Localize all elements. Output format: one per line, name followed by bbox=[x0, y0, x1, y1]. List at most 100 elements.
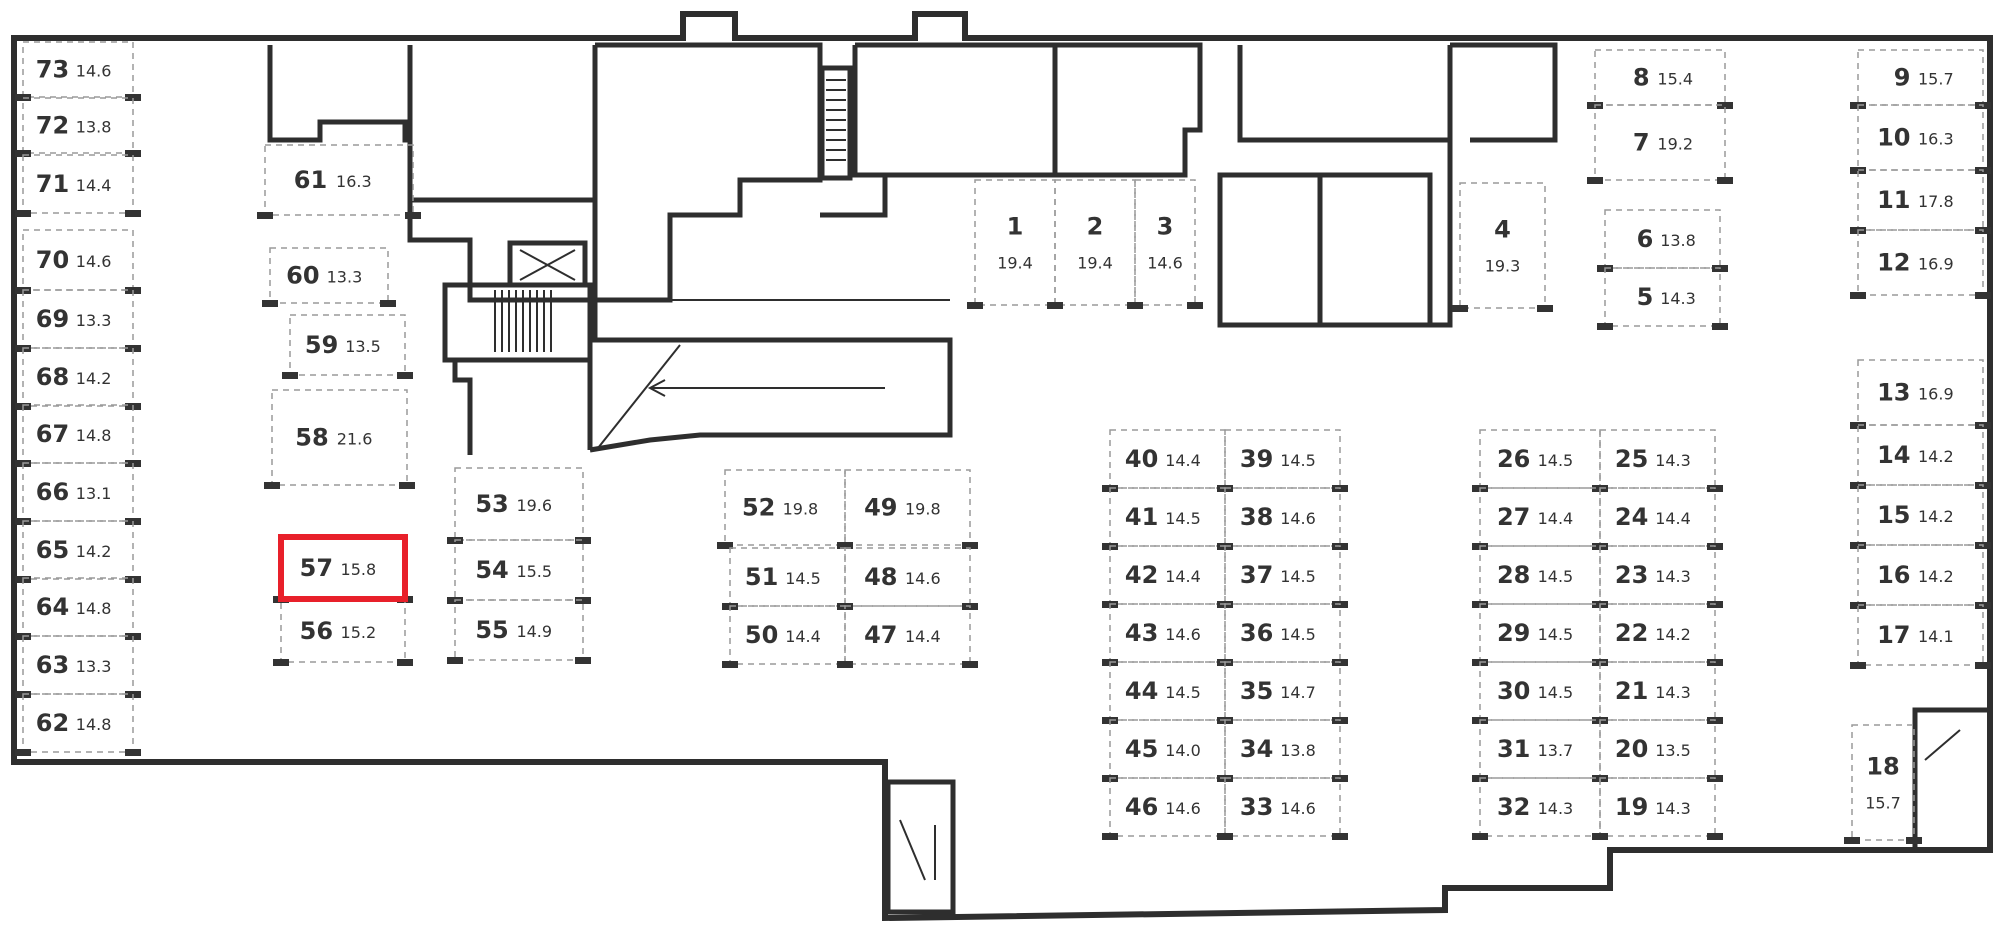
spot-outline-54 bbox=[454, 539, 584, 601]
spot-area: 14.5 bbox=[1280, 451, 1316, 470]
spot-area: 13.5 bbox=[1655, 741, 1691, 760]
spot-number: 59 bbox=[305, 331, 338, 359]
parking-spot-outlines bbox=[15, 41, 1991, 844]
parking-spot-2[interactable]: 219.4 bbox=[1077, 213, 1113, 273]
spot-number: 16 bbox=[1877, 561, 1910, 589]
spot-area: 19.3 bbox=[1485, 257, 1521, 276]
spot-outline-1 bbox=[974, 179, 1056, 306]
spot-area: 13.8 bbox=[76, 118, 112, 137]
spot-number: 63 bbox=[36, 651, 69, 679]
spot-area: 14.4 bbox=[76, 176, 112, 195]
spot-area: 15.7 bbox=[1865, 794, 1901, 813]
spot-outline-2 bbox=[1054, 179, 1136, 306]
pillar-mark bbox=[262, 300, 278, 307]
spot-number: 21 bbox=[1615, 677, 1648, 705]
spot-outline-38 bbox=[1224, 487, 1341, 547]
parking-spot-1[interactable]: 119.4 bbox=[997, 213, 1033, 273]
spot-number: 42 bbox=[1125, 561, 1158, 589]
spot-outline-18 bbox=[1851, 724, 1915, 841]
spot-outline-26 bbox=[1479, 429, 1601, 489]
spot-outline-36 bbox=[1224, 603, 1341, 663]
stairs-top-centre bbox=[819, 65, 853, 181]
parking-spot-4[interactable]: 419.3 bbox=[1485, 216, 1521, 276]
parking-spot-3[interactable]: 314.6 bbox=[1147, 213, 1183, 273]
spot-outline-45 bbox=[1109, 719, 1226, 779]
spot-area: 14.6 bbox=[905, 569, 941, 588]
pillar-mark bbox=[1332, 833, 1348, 840]
spot-area: 14.5 bbox=[1538, 567, 1574, 586]
spot-outline-20 bbox=[1599, 719, 1716, 779]
spot-area: 14.2 bbox=[76, 369, 112, 388]
